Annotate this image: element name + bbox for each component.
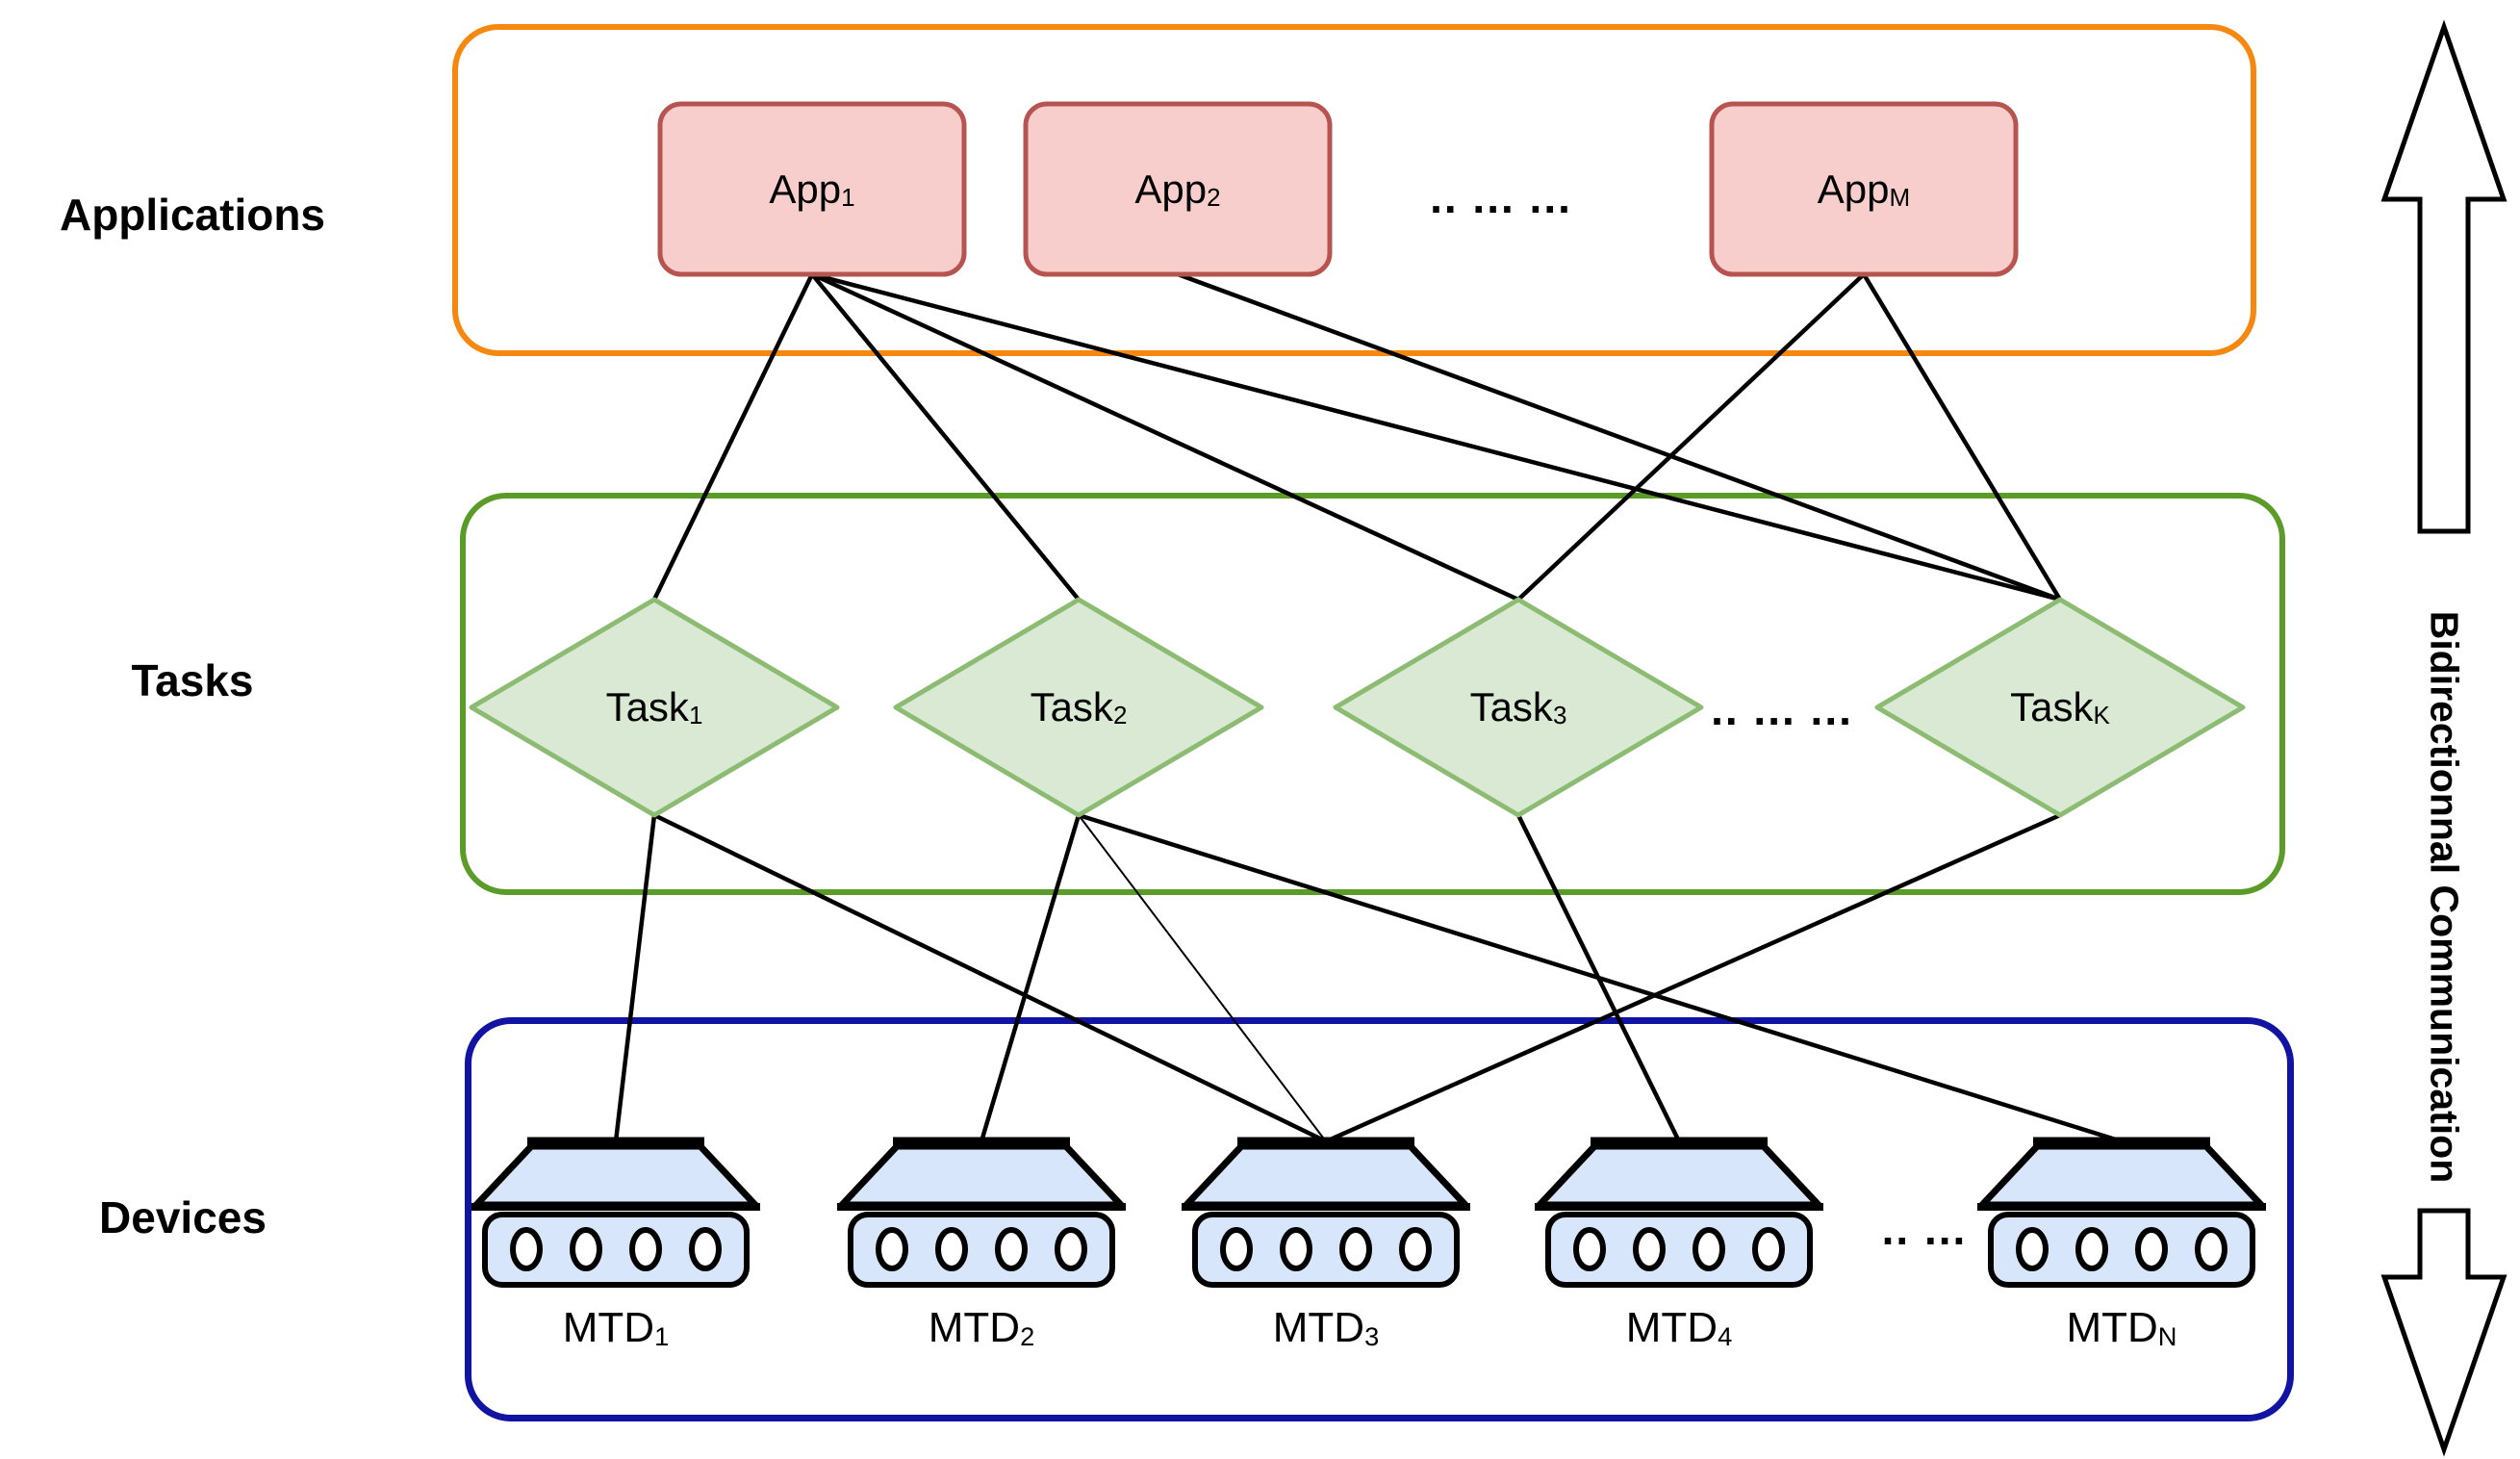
device-body-mtd3 [1192, 1212, 1460, 1288]
edge-app1-taskK [811, 271, 2061, 602]
device-port-4-mtd4 [1752, 1227, 1785, 1271]
applications-ellipsis: .. ... ... [1430, 172, 1572, 222]
edge-app1-task2 [810, 272, 1081, 602]
device-port-1-mtdN [2016, 1227, 2049, 1271]
devices-layer-label: Devices [99, 1192, 267, 1242]
app-node-app2 [1023, 101, 1333, 277]
edge-task3-mtd4 [1515, 814, 1682, 1142]
edge-task1-mtd3 [653, 812, 1327, 1144]
edge-appM-taskK [1862, 272, 2062, 602]
edge-app2-taskK [1177, 271, 2061, 602]
device-screen-mtd2 [838, 1139, 1125, 1209]
applications-layer-box [452, 24, 2256, 356]
task-diamond-task1 [469, 597, 840, 818]
device-port-3-mtd3 [1339, 1227, 1372, 1271]
device-port-2-mtd3 [1280, 1227, 1312, 1271]
device-port-1-mtd3 [1220, 1227, 1253, 1271]
device-port-1-mtd2 [876, 1227, 908, 1271]
tasks-layer-label: Tasks [131, 655, 254, 705]
devices-ellipsis: .. ... [1881, 1204, 1968, 1254]
edge-taskK-mtd3 [1325, 812, 2061, 1144]
device-screen-mtdN [1978, 1139, 2265, 1209]
edge-task1-mtd1 [613, 814, 657, 1142]
up-arrow-icon [2380, 19, 2507, 534]
tasks-ellipsis: .. ... ... [1711, 684, 1853, 734]
edge-appM-task3 [1516, 272, 1866, 602]
device-screen-mtd1 [472, 1139, 759, 1209]
device-port-3-mtd4 [1693, 1227, 1725, 1271]
bidirectional-communication-label: Bidirectionnal Communication [2422, 610, 2467, 1184]
device-body-mtd2 [848, 1212, 1115, 1288]
edge-app1-task3 [811, 271, 1519, 602]
device-port-1-mtd1 [510, 1227, 543, 1271]
device-port-2-mtdN [2075, 1227, 2108, 1271]
device-port-2-mtd1 [570, 1227, 602, 1271]
device-port-4-mtd2 [1055, 1227, 1087, 1271]
device-screen-mtd3 [1183, 1139, 1469, 1209]
applications-layer-label: Applications [59, 190, 326, 240]
edge-app1-task1 [651, 273, 815, 601]
device-port-4-mtdN [2195, 1227, 2227, 1271]
task-diamond-task2 [893, 597, 1264, 818]
device-port-4-mtd3 [1399, 1227, 1432, 1271]
down-arrow-icon [2380, 1208, 2507, 1457]
device-port-2-mtd2 [935, 1227, 968, 1271]
devices-layer-box [465, 1017, 2294, 1421]
app-node-appM [1709, 101, 2019, 277]
device-port-1-mtd4 [1573, 1227, 1606, 1271]
device-port-3-mtdN [2135, 1227, 2168, 1271]
device-port-3-mtd2 [995, 1227, 1028, 1271]
device-body-mtd4 [1545, 1212, 1813, 1288]
app-node-app1 [657, 101, 967, 277]
device-body-mtd1 [482, 1212, 750, 1288]
device-port-2-mtd4 [1633, 1227, 1666, 1271]
edge-task2-mtd3 [1078, 814, 1327, 1142]
task-diamond-taskK [1874, 597, 2246, 818]
device-screen-mtd4 [1536, 1139, 1822, 1209]
edge-task2-mtd2 [979, 814, 1082, 1142]
device-port-3-mtd1 [629, 1227, 662, 1271]
task-diamond-task3 [1333, 597, 1704, 818]
device-port-4-mtd1 [689, 1227, 722, 1271]
tasks-layer-box [460, 493, 2285, 895]
device-body-mtdN [1988, 1212, 2255, 1288]
